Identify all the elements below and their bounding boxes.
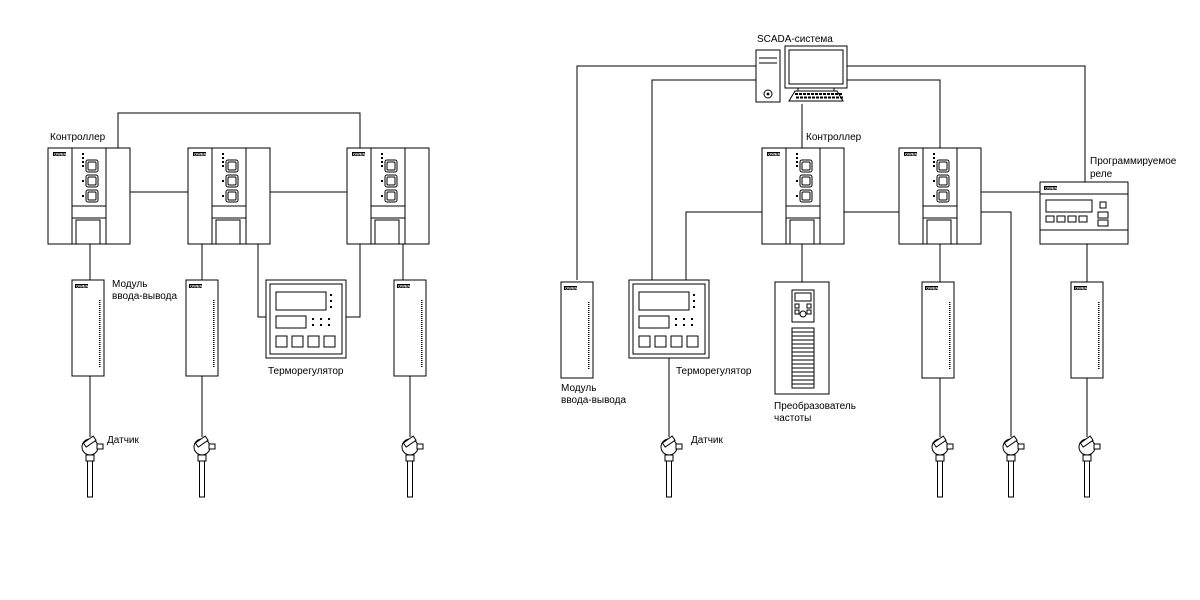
right-thermoregulator-label: Терморегулятор — [676, 366, 752, 377]
left-thermoregulator-label: Терморегулятор — [268, 366, 344, 377]
programmable-relay: OWEN — [1039, 181, 1129, 245]
right-io-module-1: OWEN — [560, 281, 594, 379]
svg-text:OWEN: OWEN — [353, 151, 366, 156]
right-io-module-label-2: ввода-вывода — [561, 395, 626, 406]
right-sensor-2 — [931, 435, 954, 498]
svg-text:OWEN: OWEN — [54, 151, 67, 156]
svg-text:OWEN: OWEN — [905, 151, 918, 156]
left-controller-label: Контроллер — [50, 132, 106, 143]
svg-text:OWEN: OWEN — [565, 285, 578, 290]
left-io-module-2: OWEN — [185, 279, 219, 377]
right-sensor-4 — [1078, 435, 1101, 498]
left-controller-3: OWEN — [346, 147, 430, 245]
svg-text:OWEN: OWEN — [926, 285, 939, 290]
vfd-label-2: частоты — [774, 413, 811, 424]
left-sensor-label: Датчик — [107, 435, 139, 446]
svg-text:OWEN: OWEN — [768, 151, 781, 156]
right-io-module-2: OWEN — [921, 281, 955, 379]
relay-label-2: реле — [1090, 169, 1113, 180]
right-controller-label: Контроллер — [806, 132, 862, 143]
left-controller-2: OWEN — [187, 147, 271, 245]
right-controller-2: OWEN — [898, 147, 982, 245]
svg-text:OWEN: OWEN — [1045, 185, 1058, 190]
right-sensor-label: Датчик — [691, 435, 723, 446]
left-io-module-1: OWEN — [71, 279, 105, 377]
left-sensor-1 — [81, 435, 104, 498]
svg-text:OWEN: OWEN — [190, 283, 203, 288]
right-thermoregulator — [628, 279, 710, 359]
left-wiring — [89, 112, 411, 437]
svg-text:OWEN: OWEN — [1075, 285, 1088, 290]
left-sensor-3 — [401, 435, 424, 498]
left-controller-1: OWEN — [47, 147, 131, 245]
right-io-module-3: OWEN — [1070, 281, 1104, 379]
scada-workstation — [755, 45, 848, 103]
right-controller-1: OWEN — [761, 147, 845, 245]
left-io-module-3: OWEN — [393, 279, 427, 377]
vfd-label-1: Преобразователь — [774, 400, 856, 412]
left-sensor-2 — [193, 435, 216, 498]
relay-label-1: Программируемое — [1090, 156, 1177, 167]
svg-text:OWEN: OWEN — [76, 283, 89, 288]
right-wiring — [576, 65, 1088, 437]
left-io-module-label-1: Модуль — [112, 279, 147, 290]
left-thermoregulator — [265, 279, 347, 359]
frequency-converter — [774, 281, 830, 395]
labels-layer: Контроллер Модуль ввода-вывода Терморегу… — [50, 34, 1177, 446]
left-io-module-label-2: ввода-вывода — [112, 291, 177, 302]
right-sensor-3 — [1002, 435, 1025, 498]
devices-layer: OWEN OWEN OWEN OWEN OWEN OWEN OWEN OWEN OWEN OWEN… — [47, 147, 1129, 498]
svg-text:OWEN: OWEN — [194, 151, 207, 156]
right-sensor-1 — [660, 435, 683, 498]
svg-text:OWEN: OWEN — [398, 283, 411, 288]
right-io-module-label-1: Модуль — [561, 383, 596, 394]
scada-label: SCADA-система — [757, 34, 833, 45]
